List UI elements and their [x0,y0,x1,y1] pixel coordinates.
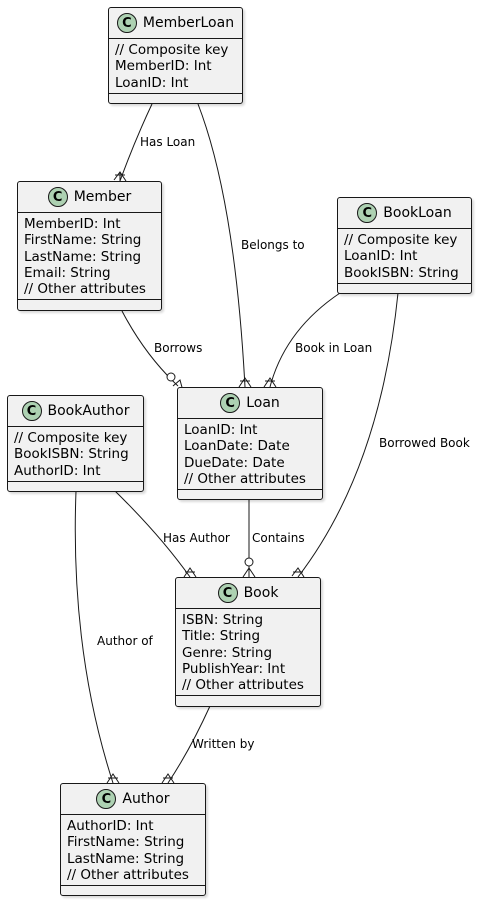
class-circle-icon: C [220,393,241,413]
class-name: MemberLoan [142,15,235,31]
class-methods-compartment [109,92,242,102]
class-header: C MemberLoan [109,8,242,39]
label-belongs-to: Belongs to [241,238,305,252]
class-name: BookLoan [383,205,452,221]
class-circle-icon: C [47,187,68,207]
class-attribute: PublishYear: Int [182,660,286,677]
class-circle-icon: C [357,203,378,223]
class-header: C Member [18,182,161,213]
class-attribute: BookISBN: String [344,264,459,281]
label-borrows: Borrows [154,341,203,355]
class-header: C Book [176,578,320,609]
class-circle-icon: C [217,583,238,603]
edge-has-author [114,490,191,578]
class-attribute: LoanDate: Date [184,438,290,455]
class-attribute: FirstName: String [24,232,142,249]
class-name: Book [243,585,279,601]
class-name: Member [73,189,132,205]
class-attribute: AuthorID: Int [67,818,154,834]
class-attribute: MemberID: Int [24,216,121,232]
edge-book-in-loan [269,292,341,388]
label-has-loan: Has Loan [140,135,196,149]
edge-written-by [167,705,211,784]
label-has-author: Has Author [163,531,230,545]
edge-book-in-loan-crowfoot [263,377,277,388]
class-attribute: // Composite key [115,42,229,58]
class-attribute: BookISBN: String [14,446,129,463]
class-attribute: LastName: String [24,248,142,265]
edge-written-by-crowfoot [161,773,175,784]
class-attribute: // Other attributes [67,866,189,883]
class-attribute: AuthorID: Int [14,462,101,479]
edge-borrows-circle [166,372,176,382]
class-circle-icon: C [116,13,137,33]
class-attribute: LoanID: Int [344,248,418,265]
class-attribute: // Composite key [344,232,458,248]
class-circle-icon: C [96,789,117,809]
class-name: BookAuthor [47,403,130,419]
class-attribute: // Other attributes [182,677,304,694]
class-attribute: // Other attributes [184,470,306,487]
edge-author-of [74,490,114,784]
class-attribute: LastName: String [67,850,185,867]
class-methods-compartment [178,489,322,498]
class-attribute: LoanID: Int [184,422,258,438]
edge-borrowed-book-crowfoot [291,567,305,578]
edge-contains-crowfoot [242,567,256,578]
class-methods-compartment [8,480,143,490]
class-attribute: ISBN: String [182,612,264,628]
edge-borrowed-book [297,292,399,578]
class-methods-compartment [338,282,471,292]
class-attribute: FirstName: String [67,834,185,851]
class-attribute: // Other attributes [24,281,146,298]
class-attribute: DueDate: Date [184,454,285,471]
class-methods-compartment [176,695,320,704]
class-attribute: LoanID: Int [115,74,189,91]
label-author-of: Author of [97,634,153,648]
edge-belongs-to [197,103,246,388]
class-header: C Loan [178,388,322,419]
class-methods-compartment [61,885,205,894]
edge-has-loan [119,103,153,182]
class-attribute: Title: String [182,628,261,645]
class-attribute: Genre: String [182,644,273,661]
class-header: C BookAuthor [8,396,143,427]
label-borrowed-book: Borrowed Book [379,436,470,450]
edge-belongs-to-crowfoot [238,377,252,388]
class-methods-compartment [18,299,161,308]
class-attribute: // Composite key [14,430,128,446]
class-circle-icon: C [21,401,42,421]
label-contains: Contains [252,531,305,545]
class-header: C Author [61,784,205,815]
class-attribute: Email: String [24,264,111,281]
edge-has-author-crowfoot [183,567,197,578]
label-book-in-loan: Book in Loan [295,341,373,355]
class-name: Author [122,791,170,807]
edge-contains-circle [244,557,254,567]
label-written-by: Written by [192,737,255,751]
edge-author-of-crowfoot [106,773,120,784]
class-name: Loan [246,395,280,411]
edge-has-loan-crowfoot [113,171,127,182]
class-header: C BookLoan [338,198,471,229]
class-attribute: MemberID: Int [115,58,212,75]
